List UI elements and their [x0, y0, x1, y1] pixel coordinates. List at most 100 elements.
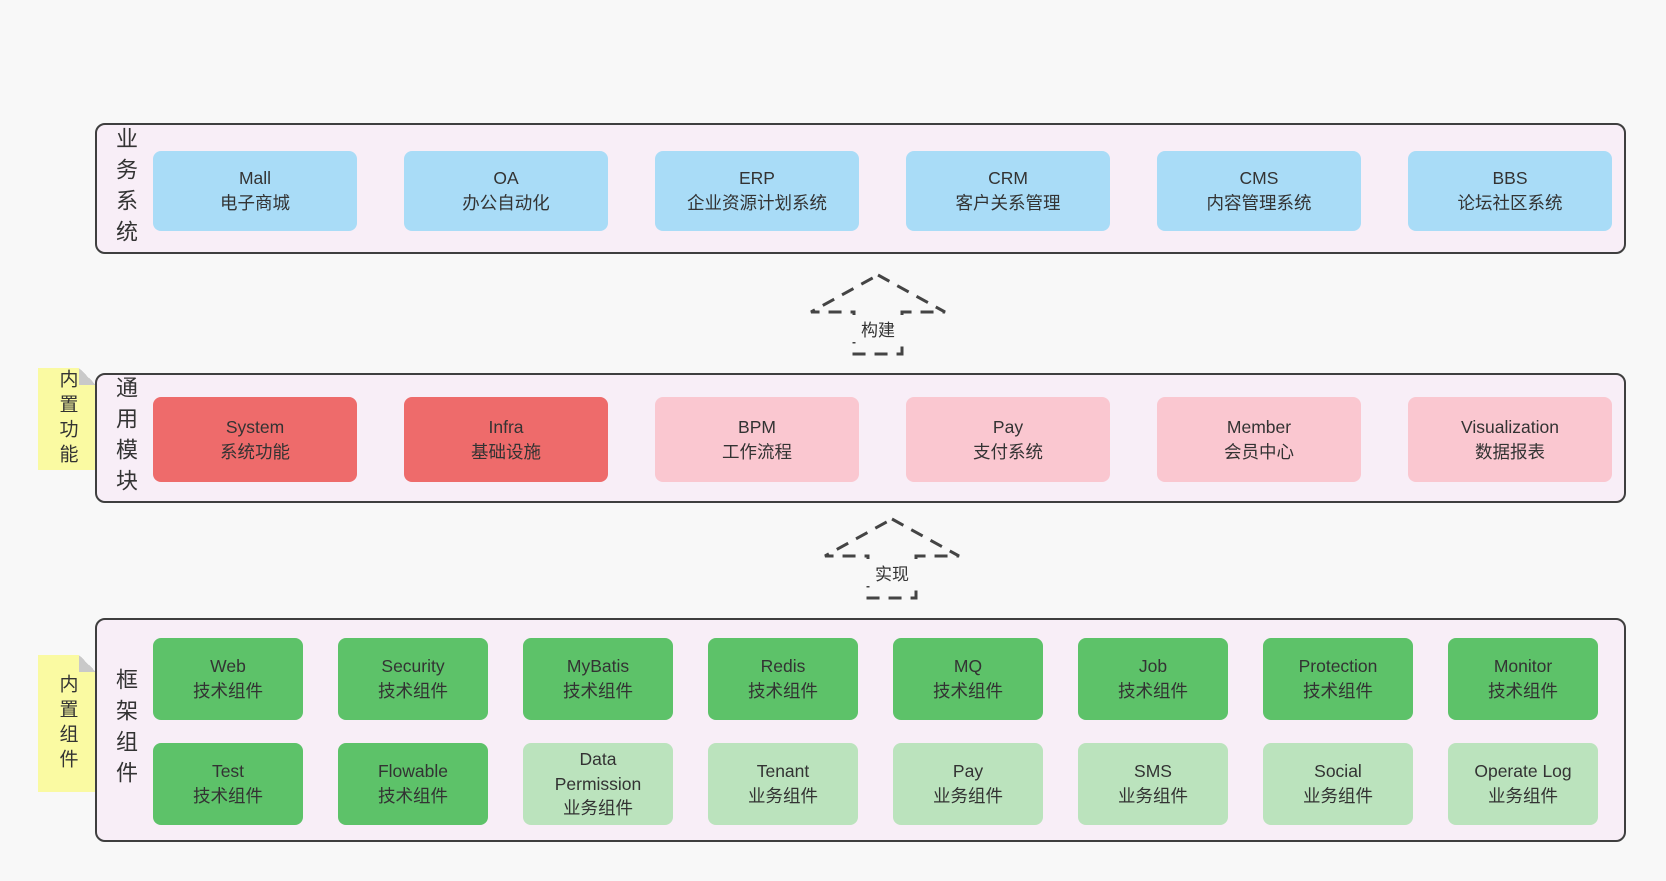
box-pay: Pay 支付系统 — [906, 397, 1110, 482]
box-erp: ERP 企业资源计划系统 — [655, 151, 859, 231]
box-monitor: Monitor 技术组件 — [1448, 638, 1598, 720]
box-title: Tenant — [756, 761, 810, 782]
box-subtitle: 技术组件 — [563, 681, 633, 701]
box-title: Operate Log — [1474, 761, 1572, 782]
arrow-build-label: 构建 — [852, 315, 904, 342]
box-mall: Mall 电子商城 — [153, 151, 357, 231]
box-subtitle: 数据报表 — [1475, 441, 1545, 462]
box-title: Member — [1226, 416, 1292, 437]
box-tenant: Tenant 业务组件 — [708, 743, 858, 825]
folded-corner-icon — [79, 368, 96, 385]
box-subtitle: 论坛社区系统 — [1457, 193, 1563, 213]
box-title: Pay — [992, 416, 1024, 437]
box-title: Security — [381, 656, 445, 677]
arrow-implement-label: 实现 — [866, 559, 918, 586]
layer-label-text: 通用模块 — [113, 376, 138, 500]
box-data-permission: Data Permission 业务组件 — [523, 743, 673, 825]
dashed-up-arrow-icon — [824, 517, 960, 600]
box-subtitle: 支付系统 — [973, 441, 1043, 462]
box-subtitle: 客户关系管理 — [955, 193, 1061, 213]
box-bpm: BPM 工作流程 — [655, 397, 859, 482]
box-subtitle: 技术组件 — [1488, 681, 1558, 701]
box-subtitle: 业务组件 — [1303, 786, 1373, 806]
box-subtitle: 业务组件 — [748, 786, 818, 806]
box-flowable: Flowable 技术组件 — [338, 743, 488, 825]
box-web: Web 技术组件 — [153, 638, 303, 720]
box-subtitle: 基础设施 — [471, 441, 541, 462]
layer-label-components: 框架组件 — [97, 620, 153, 840]
box-protection: Protection 技术组件 — [1263, 638, 1413, 720]
box-subtitle: 技术组件 — [193, 681, 263, 701]
layer-framework-components: 框架组件 Web 技术组件 Security 技术组件 MyBatis 技术组件… — [95, 618, 1626, 842]
box-infra: Infra 基础设施 — [404, 397, 608, 482]
box-bbs: BBS 论坛社区系统 — [1408, 151, 1612, 231]
box-title: Pay — [952, 761, 984, 782]
box-subtitle: 技术组件 — [933, 681, 1003, 701]
box-title: ERP — [739, 168, 775, 189]
box-oa: OA 办公自动化 — [404, 151, 608, 231]
box-subtitle: 技术组件 — [378, 681, 448, 701]
box-pay-biz: Pay 业务组件 — [893, 743, 1043, 825]
box-subtitle: 技术组件 — [1118, 681, 1188, 701]
box-title: System — [225, 416, 285, 437]
box-title: Data Permission — [554, 748, 642, 794]
note-text: 内置功能 — [56, 369, 78, 469]
box-crm: CRM 客户关系管理 — [906, 151, 1110, 231]
box-subtitle: 技术组件 — [378, 786, 448, 806]
box-subtitle: 业务组件 — [563, 798, 633, 819]
arrow-build: 构建 — [808, 272, 948, 358]
box-mq: MQ 技术组件 — [893, 638, 1043, 720]
box-system: System 系统功能 — [153, 397, 357, 482]
box-job: Job 技术组件 — [1078, 638, 1228, 720]
dashed-up-arrow-icon — [810, 273, 946, 356]
box-title: OA — [493, 168, 519, 189]
box-subtitle: 会员中心 — [1224, 441, 1294, 462]
box-operate-log: Operate Log 业务组件 — [1448, 743, 1598, 825]
box-security: Security 技术组件 — [338, 638, 488, 720]
layer-label-business: 业务系统 — [97, 125, 153, 252]
layer-label-text: 框架组件 — [113, 668, 138, 792]
note-builtin-features: 内置功能 — [38, 368, 96, 470]
box-member: Member 会员中心 — [1157, 397, 1361, 482]
box-title: Redis — [760, 656, 806, 677]
box-subtitle: 业务组件 — [1488, 786, 1558, 806]
folded-corner-icon — [79, 655, 96, 672]
box-title: Monitor — [1493, 656, 1553, 677]
box-subtitle: 工作流程 — [722, 441, 792, 462]
box-title: Mall — [238, 168, 272, 189]
box-subtitle: 技术组件 — [193, 786, 263, 806]
arrow-implement: 实现 — [822, 516, 962, 602]
box-title: Social — [1314, 761, 1362, 782]
box-visualization: Visualization 数据报表 — [1408, 397, 1612, 482]
box-title: BPM — [738, 416, 776, 437]
box-title: SMS — [1134, 761, 1172, 782]
box-social: Social 业务组件 — [1263, 743, 1413, 825]
box-subtitle: 技术组件 — [748, 681, 818, 701]
box-title: Infra — [488, 416, 524, 437]
box-subtitle: 业务组件 — [933, 786, 1003, 806]
box-title: Flowable — [377, 761, 449, 782]
box-subtitle: 办公自动化 — [462, 193, 550, 213]
layer-common-modules: 通用模块 System 系统功能 Infra 基础设施 BPM 工作流程 Pay… — [95, 373, 1626, 503]
box-redis: Redis 技术组件 — [708, 638, 858, 720]
layer-label-text: 业务系统 — [113, 126, 138, 251]
box-cms: CMS 内容管理系统 — [1157, 151, 1361, 231]
box-subtitle: 电子商城 — [220, 193, 290, 213]
box-subtitle: 业务组件 — [1118, 786, 1188, 806]
box-title: Web — [210, 656, 246, 677]
layer-business-systems: 业务系统 Mall 电子商城 OA 办公自动化 ERP 企业资源计划系统 CRM… — [95, 123, 1626, 254]
box-title: MQ — [953, 656, 983, 677]
box-subtitle: 技术组件 — [1303, 681, 1373, 701]
box-title: Protection — [1298, 656, 1378, 677]
layer-label-modules: 通用模块 — [97, 375, 153, 501]
box-title: CMS — [1239, 168, 1279, 189]
box-title: Job — [1138, 656, 1168, 677]
note-text: 内置组件 — [56, 673, 78, 774]
box-subtitle: 内容管理系统 — [1206, 193, 1312, 213]
box-subtitle: 系统功能 — [220, 441, 290, 462]
box-title: CRM — [988, 168, 1028, 189]
box-title: MyBatis — [566, 656, 630, 677]
box-subtitle: 企业资源计划系统 — [687, 193, 827, 213]
box-sms: SMS 业务组件 — [1078, 743, 1228, 825]
